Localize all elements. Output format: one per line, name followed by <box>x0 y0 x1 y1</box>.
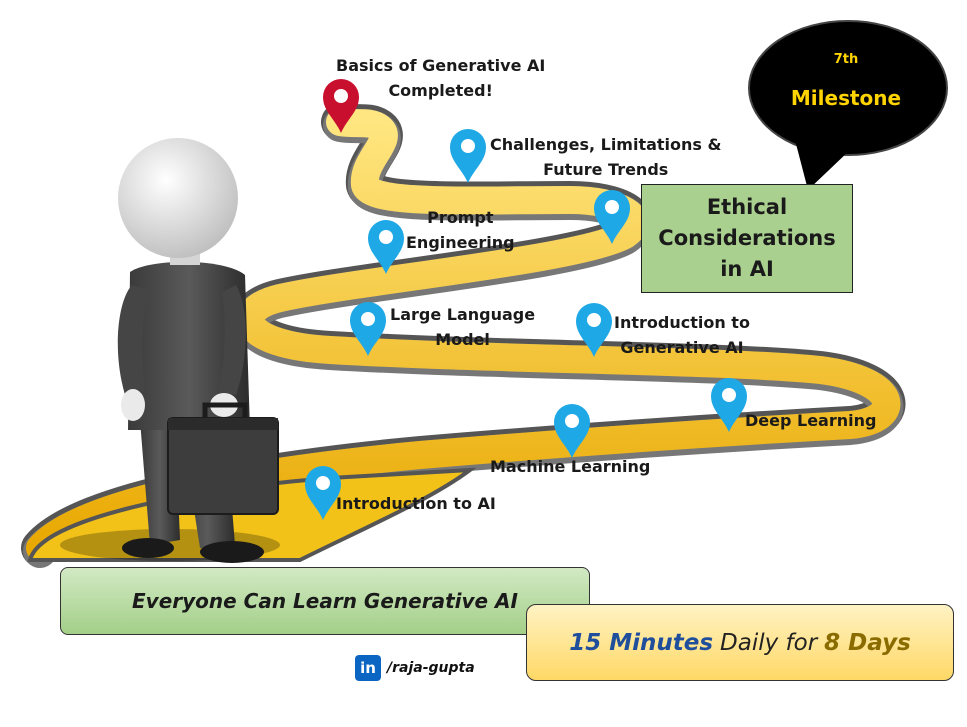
pin-machine-learning-icon <box>554 404 590 458</box>
label-challenges: Challenges, Limitations & Future Trends <box>490 132 721 182</box>
current-topic-line1: Ethical <box>706 195 788 219</box>
pin-llm-icon <box>350 302 386 356</box>
milestone-label: Milestone <box>790 86 902 110</box>
label-challenges-line1: Challenges, Limitations & <box>490 135 722 154</box>
author-handle[interactable]: /raja-gupta <box>387 660 475 676</box>
pin-completed-icon <box>323 79 359 133</box>
pin-prompt-icon <box>368 220 404 274</box>
label-intro-ai: Introduction to AI <box>336 494 496 513</box>
label-intro-genai-line2: Generative AI <box>620 338 744 357</box>
schedule-days: 8 Days <box>824 629 911 656</box>
pin-challenges-icon <box>450 129 486 183</box>
pin-deep-learning-icon <box>711 378 747 432</box>
author-credit[interactable]: in /raja-gupta <box>355 655 475 681</box>
label-llm: Large Language Model <box>390 302 535 352</box>
label-machine-learning: Machine Learning <box>490 457 651 476</box>
map-pins <box>305 79 747 520</box>
tagline-text: Everyone Can Learn Generative AI <box>132 589 518 613</box>
label-prompt-line1: Prompt <box>427 208 494 227</box>
label-llm-line2: Model <box>435 330 490 349</box>
label-completed: Basics of Generative AI Completed! <box>336 53 545 103</box>
label-completed-line1: Basics of Generative AI <box>336 56 546 75</box>
linkedin-icon[interactable]: in <box>355 655 381 681</box>
milestone-number: 7th <box>833 52 859 67</box>
label-completed-line2: Completed! <box>388 81 493 100</box>
pin-intro-ai-icon <box>305 466 341 520</box>
schedule-daily-for: Daily for <box>720 629 818 656</box>
label-prompt: Prompt Engineering <box>406 205 515 255</box>
label-intro-genai-line1: Introduction to <box>614 313 750 332</box>
label-llm-line1: Large Language <box>390 305 536 324</box>
label-intro-genai: Introduction to Generative AI <box>614 310 750 360</box>
label-prompt-line2: Engineering <box>406 233 515 252</box>
label-challenges-line2: Future Trends <box>543 160 669 179</box>
schedule-minutes: 15 Minutes <box>569 629 714 656</box>
current-topic-line2: Considerations <box>658 226 836 250</box>
tagline-banner: Everyone Can Learn Generative AI <box>60 567 590 635</box>
current-topic-box: Ethical Considerations in AI <box>641 184 853 293</box>
label-deep-learning: Deep Learning <box>745 411 877 430</box>
schedule-banner: 15 Minutes Daily for 8 Days <box>526 604 954 681</box>
current-topic-line3: in AI <box>720 257 774 281</box>
businessman-figure <box>60 138 280 563</box>
milestone-bubble <box>748 20 948 190</box>
pin-intro-genai-icon <box>576 303 612 357</box>
pin-ethical-icon <box>594 190 630 244</box>
